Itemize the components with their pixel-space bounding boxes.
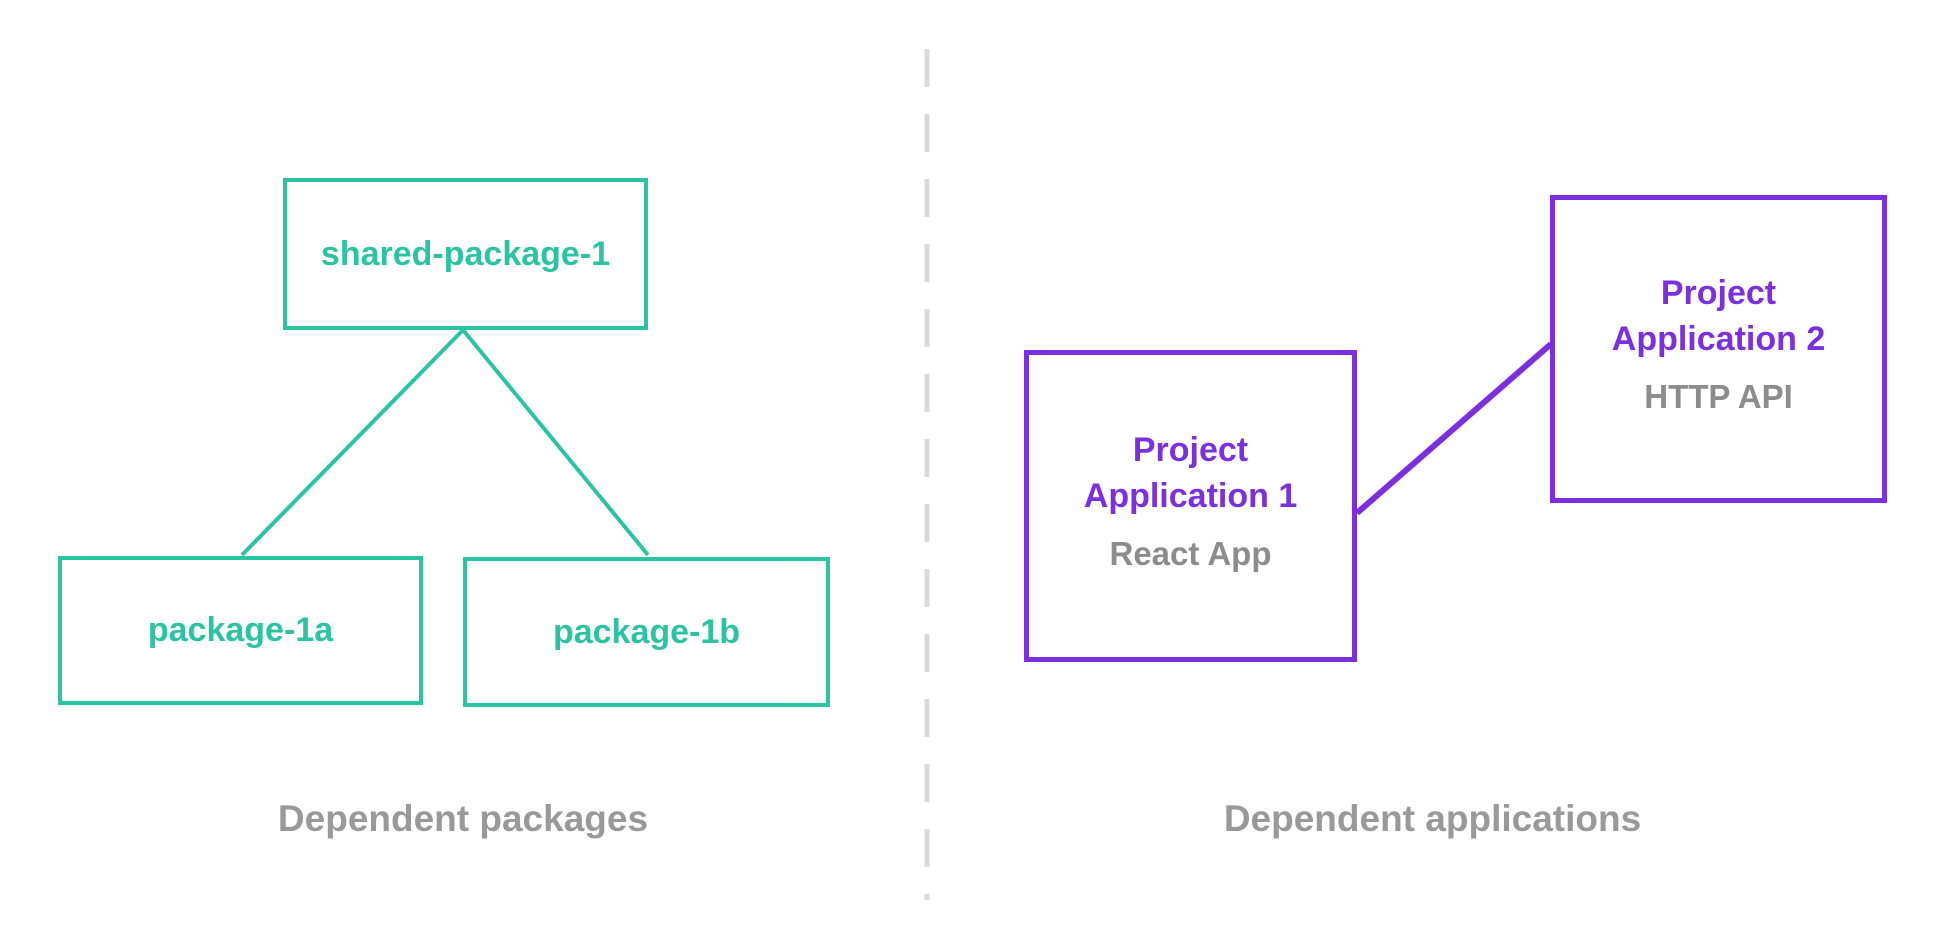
node-package-1a: package-1a [58,556,423,705]
app-subtitle: HTTP API [1644,378,1793,415]
app-subtitle: React App [1109,535,1272,572]
app-title-line: Project [1132,431,1249,469]
app-title-line: Project [1660,274,1777,312]
node-shared-package-1: shared-package-1 [283,178,648,330]
node-label: package-1a [147,611,334,649]
app-title-line: Application 1 [1083,477,1298,515]
edge-app1-to-app2 [1355,341,1553,516]
node-project-application-2: Project Application 2 HTTP API [1550,195,1887,503]
node-label: package-1b [552,612,741,651]
caption-dependent-packages: Dependent packages [277,798,649,839]
app-title-line: Application 2 [1611,320,1826,358]
node-package-1b: package-1b [463,557,830,707]
node-project-application-1: Project Application 1 React App [1024,350,1357,662]
caption-dependent-applications: Dependent applications [1223,798,1642,839]
edge-shared-to-package-1b [461,328,650,557]
node-label: shared-package-1 [320,234,611,273]
edge-shared-to-package-1a [240,328,465,557]
